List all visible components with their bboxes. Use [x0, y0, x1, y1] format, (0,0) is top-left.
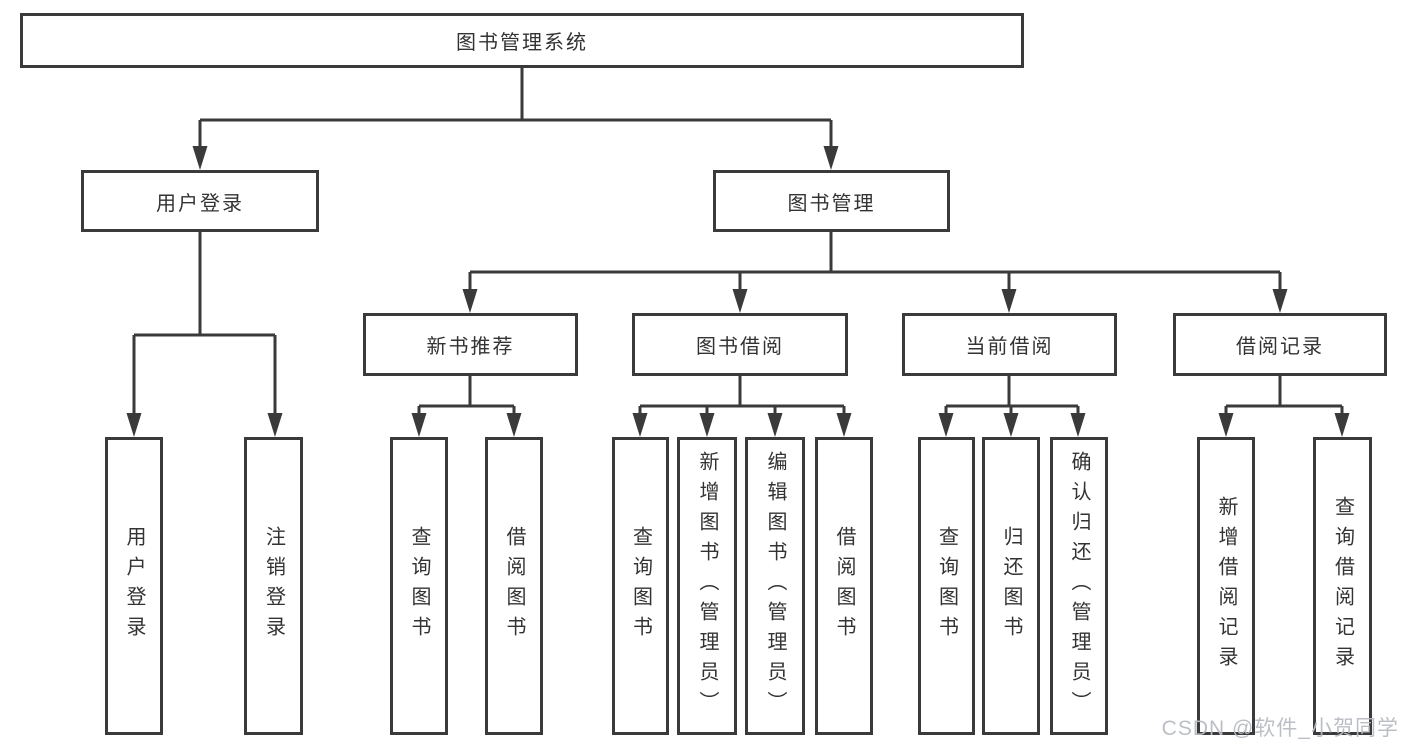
node-label: 确认归还（管理员）	[1068, 451, 1090, 721]
node-label: 注销登录	[262, 526, 285, 646]
leaf-query-borrow-record: 查询借阅记录	[1313, 437, 1372, 735]
leaf-user-login: 用户登录	[105, 437, 163, 735]
node-root-library-system: 图书管理系统	[20, 13, 1024, 68]
node-label: 借阅图书	[503, 526, 525, 646]
node-label: 编辑图书（管理员）	[764, 451, 786, 721]
node-label: 图书管理系统	[456, 32, 588, 54]
node-label: 查询图书	[935, 526, 958, 646]
node-label: 查询借阅记录	[1331, 496, 1354, 676]
node-label: 用户登录	[123, 526, 145, 646]
leaf-add-borrow-record: 新增借阅记录	[1197, 437, 1255, 735]
node-label: 查询图书	[629, 526, 652, 646]
node-label: 借阅记录	[1236, 336, 1324, 358]
node-label: 新增图书（管理员）	[696, 451, 718, 721]
leaf-borrow-books-recommend: 借阅图书	[485, 437, 543, 735]
leaf-edit-book-admin: 编辑图书（管理员）	[745, 437, 805, 735]
node-user-login: 用户登录	[81, 170, 319, 232]
node-book-borrowing: 图书借阅	[632, 313, 848, 376]
leaf-logout: 注销登录	[244, 437, 303, 735]
csdn-watermark: CSDN @软件_小贺同学	[1161, 717, 1399, 740]
node-label: 新书推荐	[426, 336, 515, 358]
node-label: 图书借阅	[696, 336, 784, 358]
node-current-borrowing: 当前借阅	[902, 313, 1117, 376]
leaf-return-books: 归还图书	[982, 437, 1040, 735]
node-book-management: 图书管理	[713, 170, 950, 232]
leaf-query-books-current: 查询图书	[918, 437, 975, 735]
node-label: 借阅图书	[833, 526, 855, 646]
node-label: 归还图书	[1000, 526, 1022, 646]
node-label: 图书管理	[787, 192, 876, 215]
node-label: 查询图书	[408, 526, 430, 646]
node-label: 新增借阅记录	[1215, 496, 1237, 676]
leaf-confirm-return-admin: 确认归还（管理员）	[1050, 437, 1108, 735]
leaf-query-books-borrowing: 查询图书	[612, 437, 669, 735]
leaf-borrow-books-borrowing: 借阅图书	[815, 437, 873, 735]
node-label: 当前借阅	[965, 336, 1054, 358]
node-borrowing-records: 借阅记录	[1173, 313, 1387, 376]
node-new-book-recommendation: 新书推荐	[363, 313, 578, 376]
leaf-add-book-admin: 新增图书（管理员）	[677, 437, 737, 735]
node-label: 用户登录	[156, 192, 244, 215]
leaf-query-books-recommend: 查询图书	[390, 437, 448, 735]
